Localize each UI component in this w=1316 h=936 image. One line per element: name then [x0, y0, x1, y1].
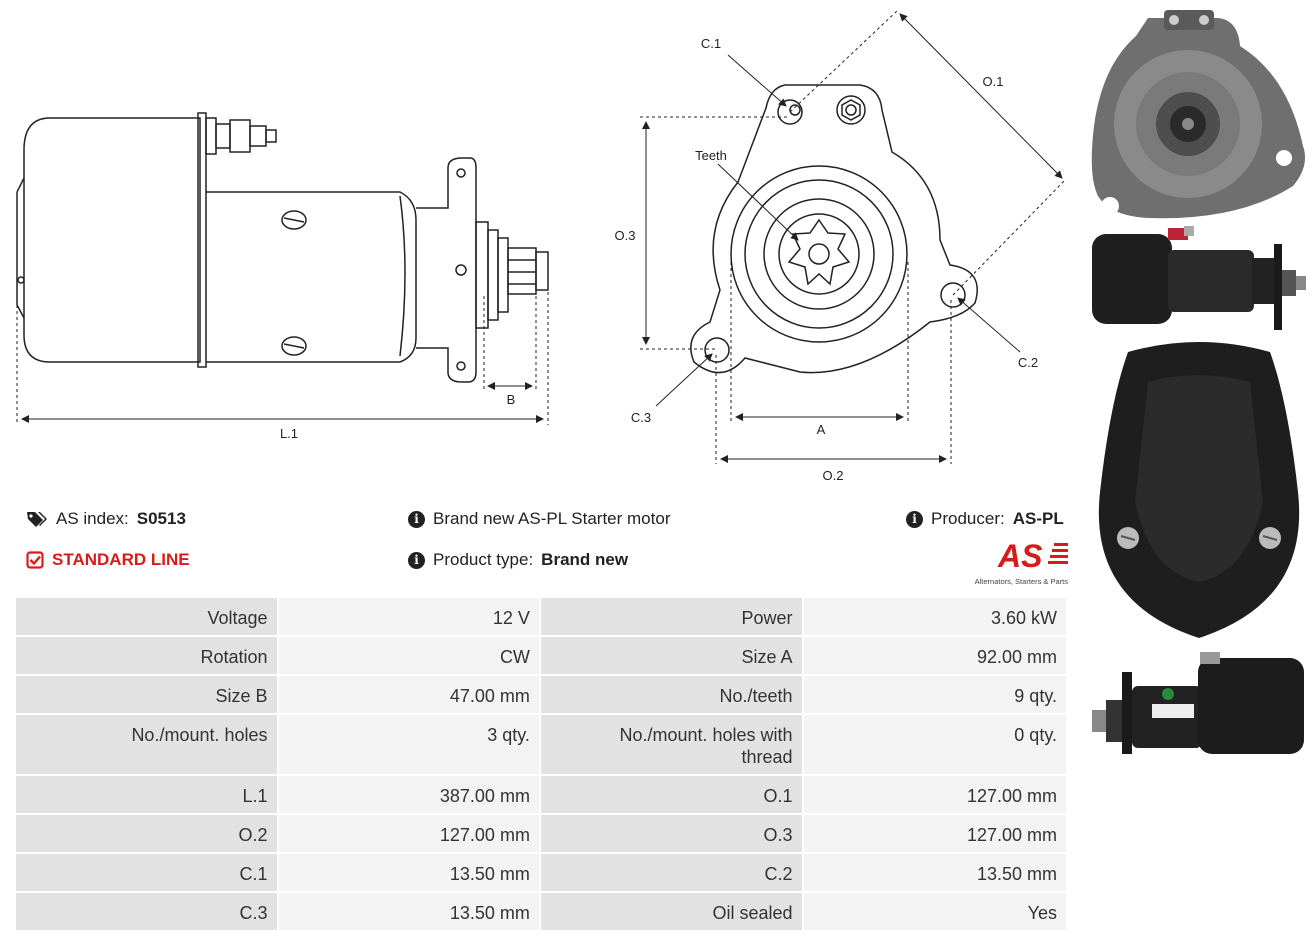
photo-rear-cover[interactable] — [1088, 342, 1310, 644]
table-row: Voltage 12 V Power 3.60 kW — [14, 596, 1069, 637]
spec-label: Voltage — [14, 596, 279, 637]
spec-value: 0 qty. — [801, 713, 1069, 776]
spec-label: C.1 — [14, 852, 279, 893]
spec-label: C.3 — [14, 891, 279, 932]
spec-value: 92.00 mm — [801, 635, 1069, 676]
tags-icon — [27, 512, 47, 527]
spec-value: 13.50 mm — [276, 891, 541, 932]
side-view-dimensions — [16, 292, 549, 425]
label-o2: O.2 — [823, 468, 844, 483]
producer-label: Producer: — [931, 509, 1005, 528]
label-o1: O.1 — [983, 74, 1004, 89]
spec-label: Oil sealed — [538, 891, 804, 932]
spec-value: 127.00 mm — [801, 813, 1069, 854]
spec-value: 13.50 mm — [801, 852, 1069, 893]
technical-drawing: B L.1 C.1 O.1 Teeth O.3 — [16, 9, 1066, 483]
as-index: AS index: S0513 — [26, 509, 186, 529]
photo-side-view[interactable] — [1088, 224, 1310, 334]
producer: i Producer: AS-PL — [906, 509, 1064, 529]
description-text: Brand new AS-PL Starter motor — [433, 509, 671, 528]
spec-label: No./teeth — [538, 674, 804, 715]
spec-value: 47.00 mm — [276, 674, 541, 715]
photo-front-flange[interactable] — [1088, 6, 1310, 222]
spec-label: O.1 — [538, 774, 804, 815]
producer-value: AS-PL — [1012, 509, 1064, 528]
spec-value: 13.50 mm — [276, 852, 541, 893]
table-row: L.1 387.00 mm O.1 127.00 mm — [14, 774, 1069, 815]
spec-label: Power — [538, 596, 804, 637]
spec-label: No./mount. holes — [14, 713, 279, 776]
as-index-label: AS index: — [56, 509, 129, 528]
spec-value: 12 V — [276, 596, 541, 637]
spec-value: 387.00 mm — [276, 774, 541, 815]
label-a: A — [817, 422, 826, 437]
label-c3: C.3 — [631, 410, 651, 425]
label-c1: C.1 — [701, 36, 721, 51]
standard-line-badge: STANDARD LINE — [26, 550, 190, 570]
table-row: Size B 47.00 mm No./teeth 9 qty. — [14, 674, 1069, 715]
spec-value: 127.00 mm — [276, 813, 541, 854]
spec-value: Yes — [801, 891, 1069, 932]
label-c2: C.2 — [1018, 355, 1038, 370]
photo-rear-angle[interactable] — [1088, 650, 1310, 760]
front-view-dimensions — [640, 9, 1066, 464]
spec-value: 3.60 kW — [801, 596, 1069, 637]
spec-label: Rotation — [14, 635, 279, 676]
product-description: i Brand new AS-PL Starter motor — [408, 509, 670, 529]
info-icon: i — [906, 510, 923, 528]
spec-label: Size B — [14, 674, 279, 715]
spec-label: C.2 — [538, 852, 804, 893]
spec-value: CW — [276, 635, 541, 676]
label-b: B — [507, 392, 516, 407]
spec-label: O.2 — [14, 813, 279, 854]
as-pl-logo-icon: AS — [997, 540, 1068, 570]
table-row: No./mount. holes 3 qty. No./mount. holes… — [14, 713, 1069, 776]
label-l1: L.1 — [280, 426, 298, 441]
table-row: O.2 127.00 mm O.3 127.00 mm — [14, 813, 1069, 854]
as-index-value: S0513 — [136, 509, 186, 528]
label-teeth: Teeth — [695, 148, 727, 163]
brand-logo: AS Alternators, Starters & Parts — [964, 540, 1068, 586]
spec-value: 3 qty. — [276, 713, 541, 776]
label-o3: O.3 — [615, 228, 636, 243]
svg-text:AS: AS — [997, 540, 1043, 570]
info-icon: i — [408, 551, 425, 569]
spec-value: 9 qty. — [801, 674, 1069, 715]
standard-line-text: STANDARD LINE — [52, 550, 190, 569]
table-row: Rotation CW Size A 92.00 mm — [14, 635, 1069, 676]
logo-tagline: Alternators, Starters & Parts — [974, 577, 1068, 586]
spec-label: O.3 — [538, 813, 804, 854]
spec-label: L.1 — [14, 774, 279, 815]
table-row: C.1 13.50 mm C.2 13.50 mm — [14, 852, 1069, 893]
spec-label: Size A — [538, 635, 804, 676]
side-view-drawing — [16, 112, 549, 383]
product-type-value: Brand new — [541, 550, 629, 569]
product-type-label: Product type: — [433, 550, 534, 569]
product-type: i Product type: Brand new — [408, 550, 628, 570]
checkbox-checked-icon — [26, 551, 44, 569]
spec-value: 127.00 mm — [801, 774, 1069, 815]
info-icon: i — [408, 510, 425, 528]
front-view-drawing — [690, 84, 978, 374]
specifications-table: Voltage 12 V Power 3.60 kW Rotation CW S… — [14, 596, 1069, 932]
spec-label: No./mount. holes with thread — [538, 713, 804, 776]
table-row: C.3 13.50 mm Oil sealed Yes — [14, 891, 1069, 932]
